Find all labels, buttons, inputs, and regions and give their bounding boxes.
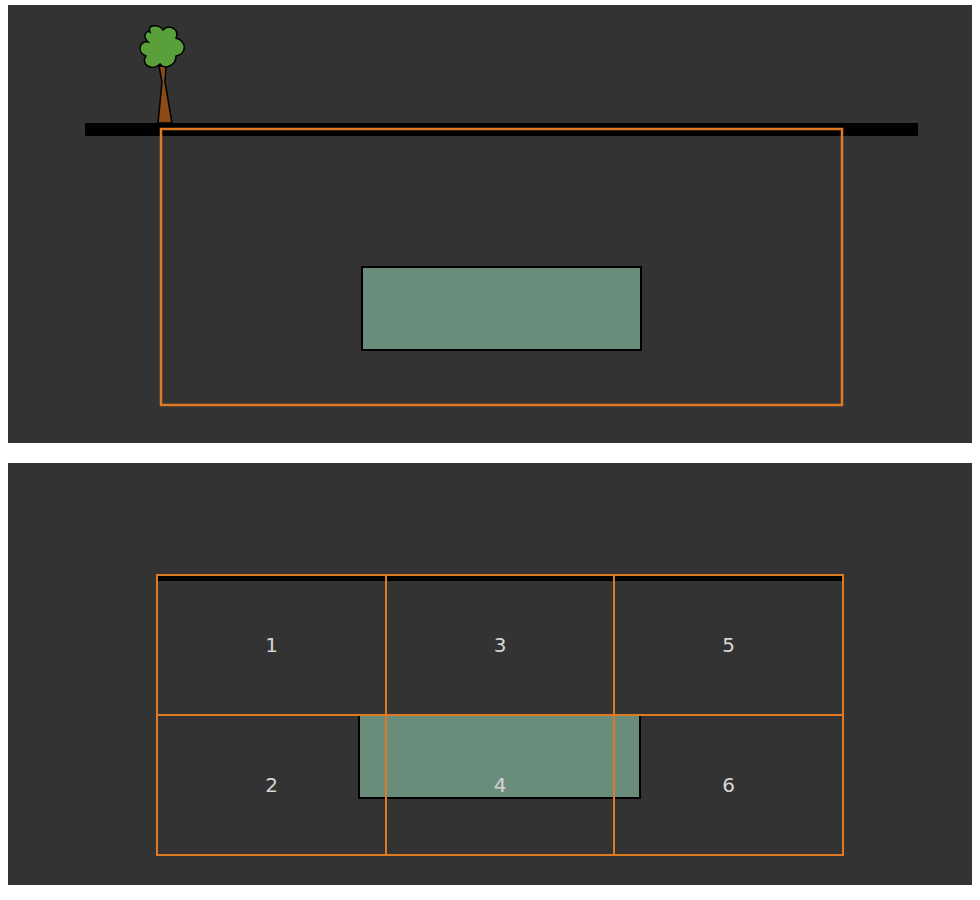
grid-cell: 5 xyxy=(613,574,844,716)
buried-object xyxy=(359,715,640,798)
grid-cell: 4 xyxy=(385,714,615,856)
tree-canopy xyxy=(140,26,184,68)
bottom-panel xyxy=(8,463,972,885)
cell-number: 3 xyxy=(494,635,507,655)
cell-number: 6 xyxy=(722,775,735,795)
tree-trunk xyxy=(158,66,172,123)
grid-cell: 3 xyxy=(385,574,615,716)
cell-number: 4 xyxy=(494,775,507,795)
cell-number: 1 xyxy=(265,635,278,655)
excavation-outline xyxy=(161,129,842,405)
grid-cell: 1 xyxy=(156,574,387,716)
grid-cell: 6 xyxy=(613,714,844,856)
buried-object xyxy=(362,267,641,350)
cell-number: 2 xyxy=(265,775,278,795)
top-panel xyxy=(8,5,972,443)
grid-cell: 2 xyxy=(156,714,387,856)
cell-number: 5 xyxy=(722,635,735,655)
